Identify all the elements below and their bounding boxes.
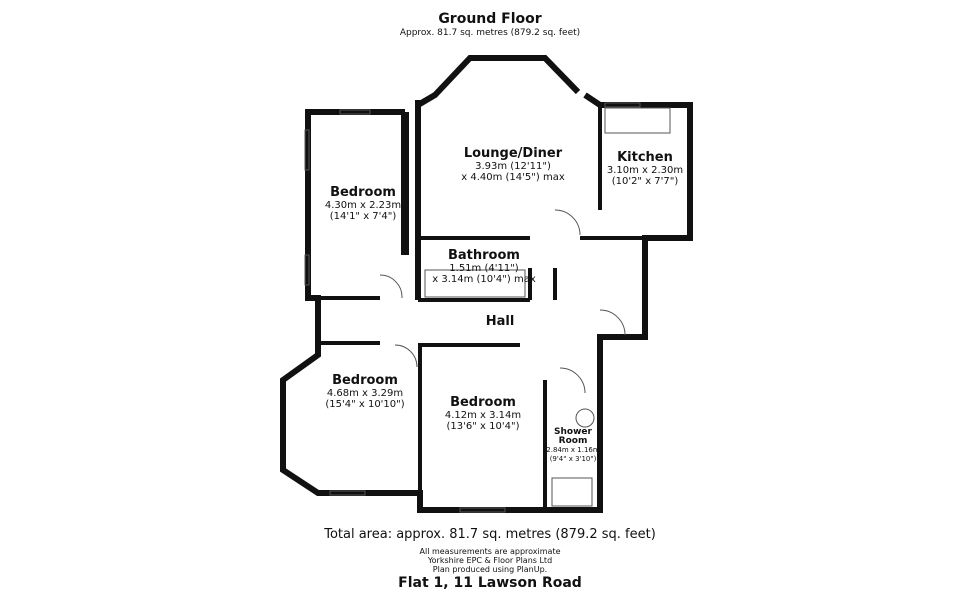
room-dim: 4.12m x 3.14m — [444, 410, 522, 421]
door-swing — [559, 367, 586, 394]
room-name: Shower — [554, 427, 592, 437]
room-dim: 4.30m x 2.23m — [324, 200, 402, 211]
room-dim: (9'4" x 3'10") — [549, 455, 597, 463]
room-dim: (13'6" x 10'4") — [446, 421, 520, 432]
plan-title: Ground Floor — [438, 11, 542, 27]
door-swing — [394, 344, 418, 368]
room-dim: 1.51m (4'11") — [449, 263, 519, 274]
room-name: Bathroom — [448, 248, 520, 263]
window — [304, 254, 310, 286]
note: Plan produced using PlanUp. — [432, 565, 548, 574]
plan-subtitle: Approx. 81.7 sq. metres (879.2 sq. feet) — [399, 28, 581, 38]
room-name: Kitchen — [617, 150, 673, 165]
bay-wall — [416, 55, 581, 108]
room-dim: (15'4" x 10'10") — [325, 399, 405, 410]
room-name: Bedroom — [330, 185, 396, 200]
sink — [575, 408, 595, 428]
window — [304, 129, 310, 171]
note: Yorkshire EPC & Floor Plans Ltd — [427, 556, 553, 565]
window — [329, 490, 366, 496]
door-swing — [554, 209, 581, 236]
room-dim: 2.84m x 1.16m — [546, 446, 600, 454]
note: All measurements are approximate — [419, 547, 561, 556]
room-dim: 3.10m x 2.30m — [606, 165, 684, 176]
room-dim: 3.93m (12'11") — [475, 161, 551, 172]
outer-wall — [280, 92, 693, 513]
room-dim: (14'1" x 7'4") — [329, 211, 397, 222]
room-name: Bedroom — [450, 395, 516, 410]
window — [339, 109, 371, 115]
room-dim: 4.68m x 3.29m — [326, 388, 404, 399]
kitchen-counter — [604, 107, 671, 134]
door-swing — [379, 274, 403, 299]
window — [459, 507, 506, 513]
room-dim: x 3.14m (10'4") max — [432, 274, 536, 285]
total-area: Total area: approx. 81.7 sq. metres (879… — [324, 527, 656, 542]
room-dim: x 4.40m (14'5") max — [461, 172, 565, 183]
shower-tray — [551, 477, 593, 507]
room-name: Lounge/Diner — [463, 146, 563, 161]
bath — [424, 269, 526, 298]
room-name: Room — [558, 436, 588, 446]
room-name: Bedroom — [332, 373, 398, 388]
address: Flat 1, 11 Lawson Road — [398, 575, 582, 591]
door-swing — [599, 309, 626, 336]
room-dim: (10'2" x 7'7") — [611, 176, 679, 187]
room-hall: Hall — [485, 314, 515, 329]
window — [604, 102, 641, 108]
